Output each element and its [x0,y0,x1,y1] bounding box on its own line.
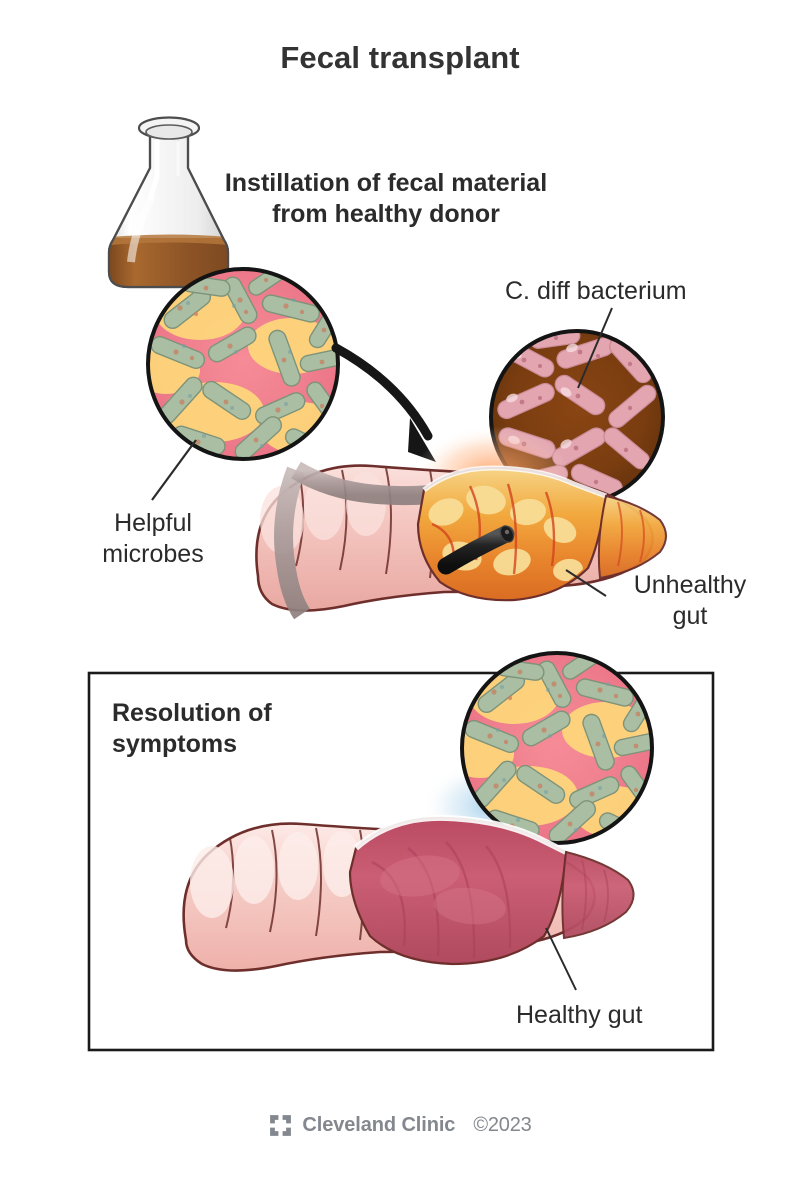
leader-line-unhealthy-gut [565,569,607,597]
helpful-microbes-magnifier [146,267,340,501]
heading-resolution-line-1: Resolution of [112,699,272,727]
helpful-microbes-magnifier-bottom [422,651,654,852]
transfer-arrow [331,343,436,462]
heading-resolution-of-symptoms: Resolution of symptoms [112,698,372,759]
heading-instillation-line-1: Instillation of fecal material [224,169,548,197]
label-c-diff-bacterium: C. diff bacterium [505,277,687,305]
leader-line-helpful-microbes [151,439,197,501]
resolution-panel-border [87,671,715,1052]
leader-line-c-diff [577,307,613,389]
cleveland-clinic-logo [270,1115,292,1136]
label-helpful-microbes: Helpful microbes [58,508,248,571]
label-helpful-microbes-line-2: microbes [102,540,204,569]
label-helpful-microbes-line-1: Helpful [114,509,192,537]
heading-instillation: Instillation of fecal material from heal… [196,168,576,230]
leader-line-healthy-gut [545,927,577,991]
endoscope-tube [437,525,515,575]
heading-instillation-line-2: from healthy donor [272,200,500,228]
footer: Cleveland Clinic ©2023 [0,1113,800,1138]
heading-resolution-line-2: symptoms [112,729,238,758]
label-unhealthy-gut: Unhealthy gut [600,570,780,633]
label-healthy-gut: Healthy gut [516,1001,643,1029]
label-unhealthy-gut-line-1: Unhealthy [633,571,747,599]
unhealthy-colon [255,426,667,620]
erlenmeyer-flask [107,116,230,289]
healthy-colon [182,814,635,991]
label-unhealthy-gut-line-2: gut [672,602,708,631]
footer-copyright: ©2023 [473,1114,532,1136]
page-title: Fecal transplant [280,40,520,75]
footer-brand-name: Cleveland Clinic [302,1114,456,1136]
